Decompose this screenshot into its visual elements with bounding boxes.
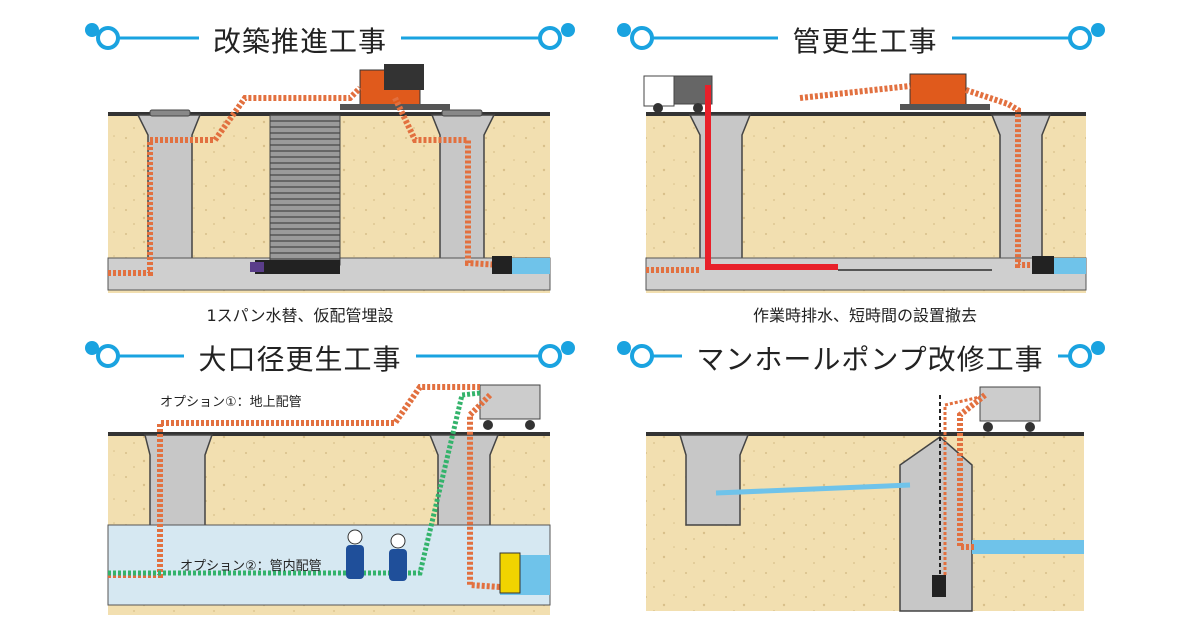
panel-header: 大口径更生工事 xyxy=(0,320,600,400)
left-dot-icon xyxy=(85,341,99,355)
panel-manhole-pump-kaishu: マンホールポンプ改修工事 xyxy=(600,320,1200,640)
scene-diagram xyxy=(643,73,1087,293)
truck-cab xyxy=(643,75,675,107)
large-pipe xyxy=(107,524,551,606)
panel-kaichiku-suishin: 改築推進工事 1スパン水替、仮配管埋設 xyxy=(0,0,600,325)
panel-title: 管更生工事 xyxy=(778,25,952,58)
right-dot-icon xyxy=(1091,341,1105,355)
pump-unit xyxy=(909,73,967,107)
hose-top xyxy=(799,83,911,101)
panel-header: マンホールポンプ改修工事 xyxy=(600,320,1200,400)
panel-title: マンホールポンプ改修工事 xyxy=(682,343,1058,376)
push-shaft xyxy=(269,114,341,266)
panel-kan-kousei: 管更生工事 作業時排水、短時間の設置撤去 xyxy=(600,0,1200,325)
option2-label: オプション②：管内配管 xyxy=(180,559,322,574)
right-dot-icon xyxy=(561,23,575,37)
right-dot-icon xyxy=(1091,23,1105,37)
hose-left xyxy=(108,85,363,276)
left-dot-icon xyxy=(617,23,631,37)
pump-cart xyxy=(479,384,541,420)
push-machine xyxy=(255,260,340,274)
panel-daikoukei-kousei: 大口径更生工事 オプション①：地上配管 オプション②：管内配管 xyxy=(0,320,600,640)
panel-caption: 1スパン水替、仮配管埋設 xyxy=(206,306,394,325)
hose-option1 xyxy=(108,384,480,578)
hose-outflow xyxy=(957,392,987,550)
panel-caption: 作業時排水、短時間の設置撤去 xyxy=(752,306,977,325)
hose-option2 xyxy=(108,390,481,576)
option1-label: オプション①：地上配管 xyxy=(160,395,302,410)
hose-right xyxy=(965,87,1032,268)
panel-title: 大口径更生工事 xyxy=(184,343,416,376)
left-dot-icon xyxy=(617,341,631,355)
worker-icon xyxy=(347,529,363,545)
pump-cart xyxy=(979,386,1041,422)
water-flow xyxy=(500,258,550,274)
manhole-right xyxy=(430,114,496,261)
panel-title: 改築推進工事 xyxy=(198,25,401,58)
hose-inner xyxy=(943,395,981,575)
manhole-inflow xyxy=(678,434,750,526)
scene-diagram xyxy=(107,64,551,293)
worker-icon xyxy=(390,533,406,549)
submersible-pump xyxy=(499,552,521,594)
pump-manhole xyxy=(899,436,973,612)
panel-header: 改築推進工事 xyxy=(0,0,600,80)
sewer-pipe xyxy=(645,257,1087,291)
hose-right xyxy=(392,96,501,268)
intake-pump xyxy=(1032,256,1054,274)
right-dot-icon xyxy=(561,341,575,355)
intake-pump xyxy=(492,256,512,274)
scene-diagram xyxy=(107,384,551,615)
inflow-pipe xyxy=(715,482,911,496)
manhole-pump-icon xyxy=(932,575,946,597)
red-pipe xyxy=(705,85,838,270)
scene-diagram xyxy=(646,386,1084,612)
panel-header: 管更生工事 xyxy=(600,0,1200,80)
outflow-pipe xyxy=(972,540,1084,554)
left-dot-icon xyxy=(85,23,99,37)
